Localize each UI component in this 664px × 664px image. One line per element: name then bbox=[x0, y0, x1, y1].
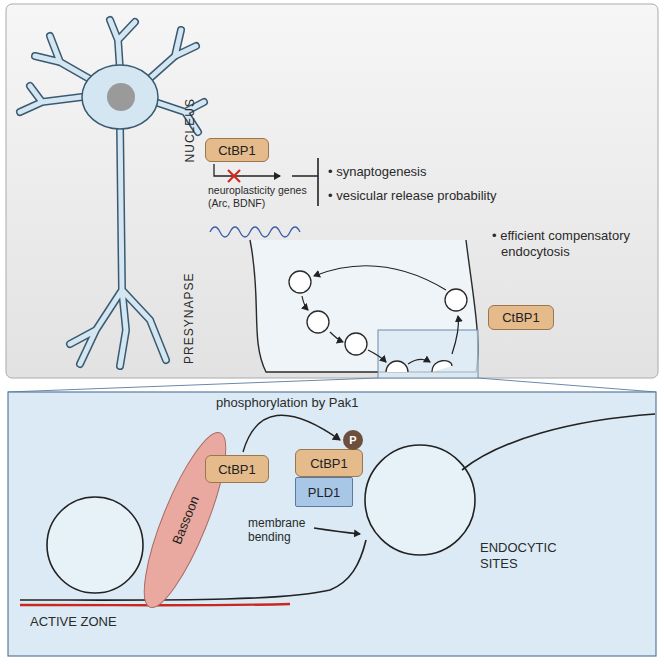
region-label: ACTIVE ZONE bbox=[30, 614, 117, 630]
protein-box: CtBP1 bbox=[205, 455, 269, 483]
effect-bullet: • vesicular release probability bbox=[328, 188, 497, 204]
neuron-outline bbox=[20, 20, 204, 366]
section-label: NUCLEUS bbox=[183, 98, 197, 162]
vesicle bbox=[345, 333, 367, 355]
inhibition-bar bbox=[292, 158, 318, 206]
effect-bullet: • efficient compensatory endocytosis bbox=[492, 228, 661, 259]
region-label: ENDOCYTIC SITES bbox=[480, 540, 580, 571]
protein-box: CtBP1 bbox=[205, 138, 269, 162]
synaptic-vesicle bbox=[47, 497, 143, 593]
protein-box: CtBP1 bbox=[488, 305, 554, 330]
block-cross bbox=[228, 170, 240, 182]
section-label: PRESYNAPSE bbox=[183, 272, 197, 363]
cycle-arrow bbox=[408, 359, 430, 364]
plasma-membrane bbox=[462, 414, 655, 470]
vesicle bbox=[307, 311, 329, 333]
bottom-panel bbox=[8, 392, 656, 656]
vesicle bbox=[445, 289, 467, 311]
endocytic-vesicle bbox=[365, 445, 475, 555]
edge-label: phosphorylation by Pak1 bbox=[216, 395, 358, 411]
transcription-arrow bbox=[214, 164, 280, 176]
cycle-arrow bbox=[302, 296, 308, 310]
mrna-wave bbox=[210, 227, 300, 237]
cycle-arrows bbox=[302, 266, 458, 364]
process-label: membrane bending bbox=[248, 516, 312, 545]
neuron-fill bbox=[20, 20, 204, 366]
node-text: CtBP1 bbox=[310, 456, 348, 471]
cycle-arrow bbox=[368, 350, 386, 362]
fusing-vesicle bbox=[386, 361, 408, 372]
neuron-soma bbox=[82, 65, 158, 129]
cycle-arrow bbox=[452, 316, 458, 354]
membrane-bending-arrow bbox=[314, 528, 360, 534]
node-text: P bbox=[349, 434, 356, 446]
node-text: PLD1 bbox=[308, 485, 341, 500]
phospho-circle: P bbox=[343, 430, 363, 450]
gene-label: neuroplasticity genes (Arc, BDNF) bbox=[208, 184, 320, 209]
zoom-lines bbox=[8, 378, 656, 392]
vesicle bbox=[289, 271, 311, 293]
node-text: CtBP1 bbox=[502, 310, 540, 325]
neuron-nucleus bbox=[107, 83, 135, 111]
endocytic-pit bbox=[432, 361, 452, 372]
top-panel bbox=[6, 4, 658, 378]
ellipse-shape bbox=[129, 425, 240, 616]
zoom-box bbox=[378, 330, 478, 378]
enzyme-box: PLD1 bbox=[295, 477, 353, 507]
node-text: CtBP1 bbox=[218, 462, 256, 477]
protein-box: CtBP1 bbox=[295, 449, 363, 477]
cycle-arrow bbox=[330, 332, 343, 342]
cycle-arrow bbox=[314, 266, 446, 290]
effect-bullet: • synaptogenesis bbox=[328, 164, 427, 180]
phosphorylation-arrow bbox=[243, 415, 340, 452]
node-text: CtBP1 bbox=[218, 143, 256, 158]
